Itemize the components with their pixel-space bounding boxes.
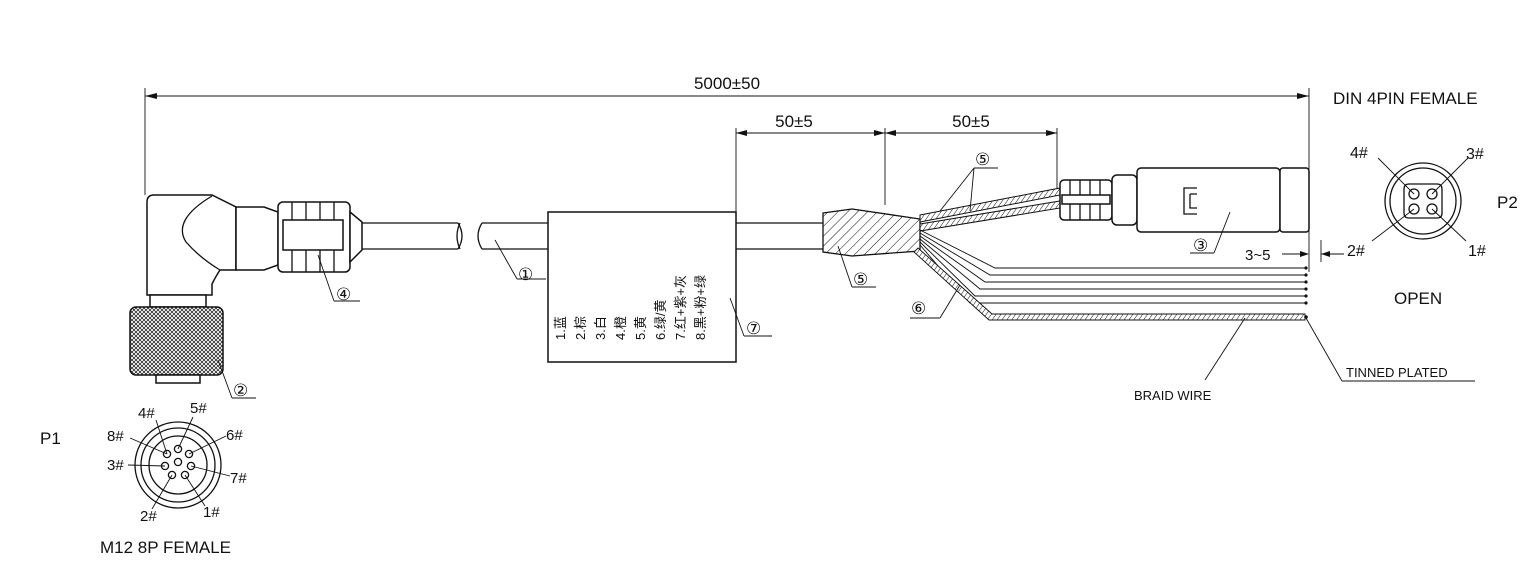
callout-6: ⑥: [910, 284, 961, 319]
p1-pin-7: 7#: [230, 470, 247, 487]
label-line-3: 3.白: [593, 316, 608, 340]
p2-pin-1: 1#: [1468, 243, 1486, 260]
callout-5-top: ⑤: [939, 150, 998, 212]
callout-2: ②: [217, 359, 256, 400]
cable-jacket: [362, 222, 823, 250]
p2-pin-3: 3#: [1466, 146, 1484, 163]
overall-length-text: 5000±50: [694, 74, 760, 93]
p1-type-text: M12 8P FEMALE: [100, 538, 231, 557]
callout-4-text: ④: [336, 285, 351, 304]
braid-wire-text: BRAID WIRE: [1134, 388, 1212, 403]
p1-pin-6: 6#: [226, 427, 243, 444]
callout-4: ④: [317, 254, 360, 304]
label-line-5: 5.黄: [633, 316, 648, 340]
p2-pin-4: 4#: [1350, 145, 1368, 162]
p1-pin-4: 4#: [138, 405, 155, 422]
p2-pinout: DIN 4PIN FEMALE P2 OPEN 4# 3# 2# 1#: [1333, 89, 1518, 308]
open-end-wires: [913, 229, 1308, 321]
marker-label: 1.蓝 2.棕 3.白 4.橙 5.黄 6.绿/黄 7.红+紫+灰 8.黑+粉+…: [547, 211, 737, 363]
callout-1-text: ①: [518, 265, 533, 284]
p1-pin-2: 2#: [140, 508, 157, 525]
p1-id-text: P1: [40, 429, 61, 448]
p2-open-text: OPEN: [1394, 289, 1442, 308]
sleeve-length-text: 50±5: [952, 112, 990, 131]
label-line-8: 8.黑+粉+绿: [693, 275, 708, 340]
label-line-7: 7.红+紫+灰: [673, 275, 688, 340]
strip-length-text: 3~5: [1245, 247, 1270, 264]
callout-2-text: ②: [233, 381, 248, 400]
knurled-nut: [129, 306, 224, 376]
p1-pin-1: 1#: [203, 504, 220, 521]
p2-id-text: P2: [1497, 193, 1518, 212]
din-connector: [1059, 167, 1310, 233]
callout-5-bottom: ⑤: [837, 245, 876, 289]
label-line-2: 2.棕: [573, 316, 588, 340]
strip-length-dimension: 3~5: [1245, 240, 1344, 264]
label-offset-text: 50±5: [775, 112, 813, 131]
callout-5-bottom-text: ⑤: [853, 270, 868, 289]
callout-3-text: ③: [1193, 236, 1208, 255]
m12-right-angle-connector: [129, 194, 237, 384]
callout-5-top-text: ⑤: [975, 150, 990, 169]
p1-pin-5: 5#: [190, 400, 207, 417]
heat-shrink-sleeve: [822, 208, 921, 257]
label-line-1: 1.蓝: [553, 316, 568, 340]
label-offset-dimension: 50±5: [735, 112, 886, 212]
strain-relief-boot: [235, 201, 363, 273]
tinned-plated-text: TINNED PLATED: [1346, 365, 1448, 380]
p1-pinout: P1 M12 8P FEMALE 4# 5# 6# 8# 3# 7# 2# 1#: [40, 400, 247, 557]
p2-type-text: DIN 4PIN FEMALE: [1333, 89, 1478, 108]
callout-1: ①: [494, 239, 546, 284]
braid-wire: [913, 247, 1306, 321]
overall-length-dimension: 5000±50: [144, 74, 1310, 272]
p1-pin-8: 8#: [107, 428, 124, 445]
sleeve-length-dimension: 50±5: [885, 112, 1058, 196]
tinned-plated-note: TINNED PLATED: [1305, 317, 1475, 382]
callout-7-text: ⑦: [746, 319, 761, 338]
p1-pin-3: 3#: [107, 457, 124, 474]
braid-wire-note: BRAID WIRE: [1134, 317, 1246, 403]
callout-6-text: ⑥: [911, 299, 926, 318]
label-line-6: 6.绿/黄: [653, 300, 668, 340]
callout-3: ③: [1190, 211, 1231, 255]
p2-pin-2: 2#: [1347, 243, 1365, 260]
callout-7: ⑦: [729, 297, 772, 338]
label-line-4: 4.橙: [613, 316, 628, 340]
